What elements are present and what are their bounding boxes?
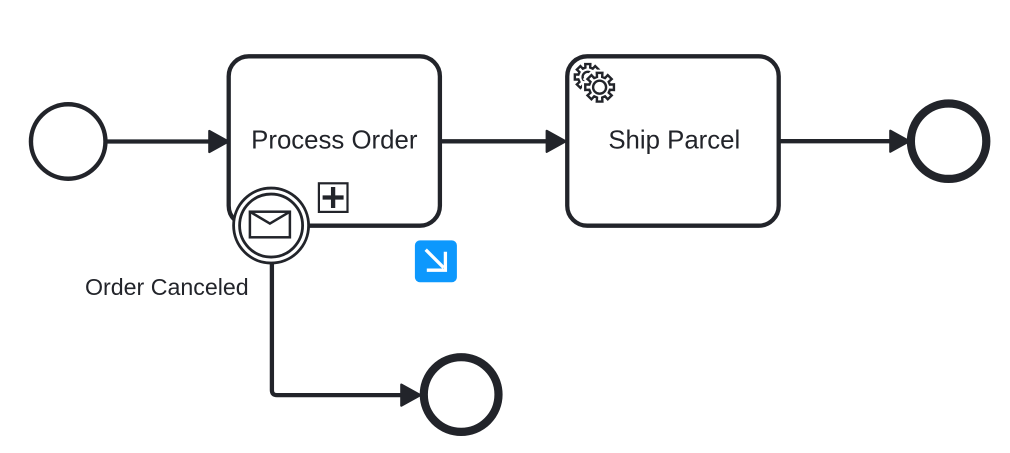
svg-text:Process Order: Process Order xyxy=(251,127,418,155)
svg-text:Ship Parcel: Ship Parcel xyxy=(608,127,740,155)
svg-text:Order Canceled: Order Canceled xyxy=(85,274,249,300)
